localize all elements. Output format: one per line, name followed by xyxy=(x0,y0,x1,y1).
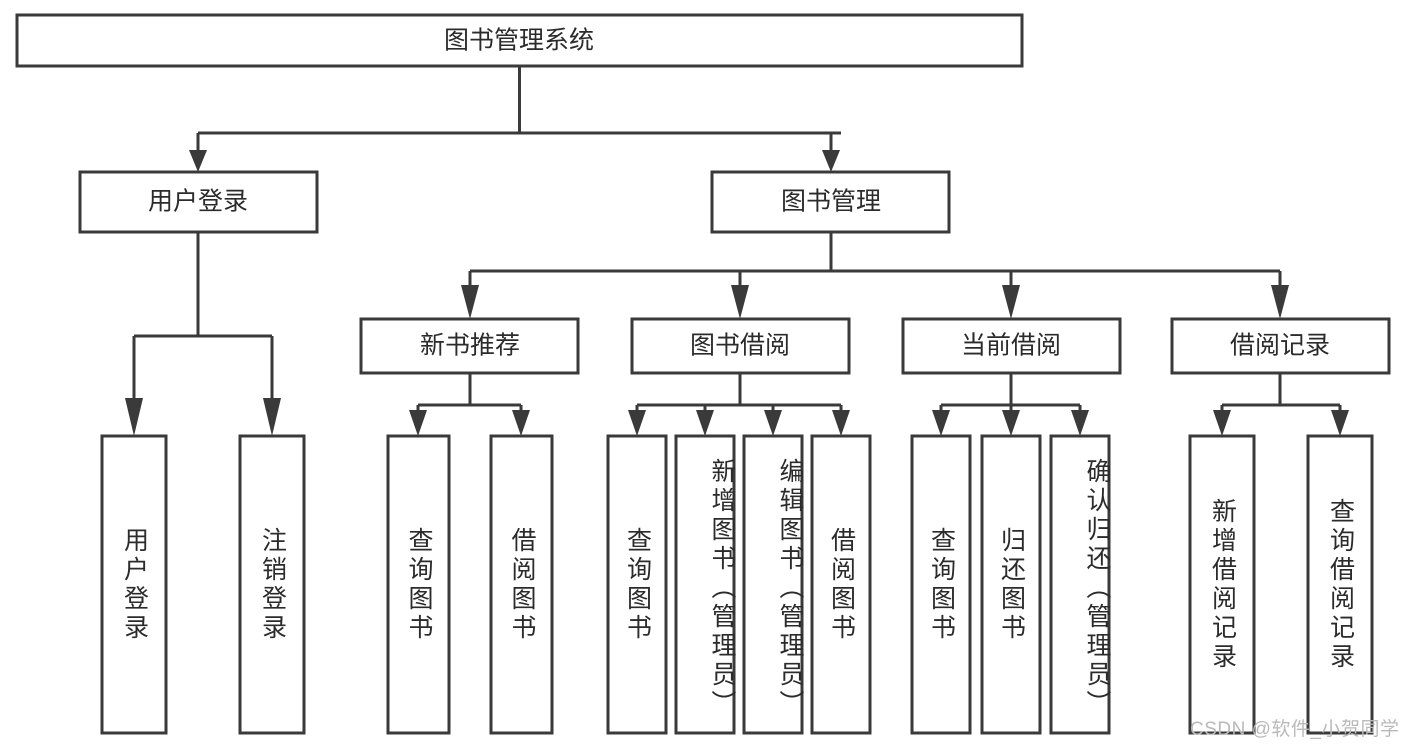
node-box-borrow-record[interactable] xyxy=(1170,317,1391,375)
node-box-leaf-br-add-record[interactable] xyxy=(1188,434,1256,735)
arrow-head-br-add xyxy=(1213,410,1231,436)
node-box-leaf-cb-return-book[interactable] xyxy=(980,434,1042,735)
arrow-head-cb-query xyxy=(932,410,950,436)
arrow-head-book-borrow xyxy=(731,285,749,319)
node-box-leaf-cb-query-book[interactable] xyxy=(910,434,972,735)
arrow-head-book-manage xyxy=(822,150,840,172)
node-box-new-book-recommend[interactable] xyxy=(359,317,580,375)
arrow-head-br-query xyxy=(1331,410,1349,436)
arrow-head-user-login xyxy=(189,150,207,172)
arrow-head-bb-add xyxy=(696,410,714,436)
label-book-borrow: 图书借阅 xyxy=(690,332,790,360)
arrow-head-newbook-query xyxy=(409,410,427,436)
arrow-head-new-book xyxy=(461,285,479,319)
arrow-head-cb-confirm xyxy=(1071,410,1089,436)
node-box-user-login[interactable] xyxy=(78,170,319,234)
label-book-manage: 图书管理 xyxy=(781,188,881,216)
node-box-leaf-nb-borrow-book[interactable] xyxy=(489,434,554,735)
arrow-head-bb-query xyxy=(628,410,646,436)
node-box-leaf-logout[interactable] xyxy=(238,434,306,735)
label-layer: 图书管理系统 用户登录 图书管理 新书推荐 图书借阅 当前借阅 借阅记录 xyxy=(148,27,1330,360)
node-layer xyxy=(15,13,1391,735)
arrow-head-leaf-logout xyxy=(263,398,281,436)
node-box-leaf-bb-add-book[interactable] xyxy=(674,434,736,735)
arrow-head-bb-borrow xyxy=(832,410,850,436)
arrow-head-leaf-user-login xyxy=(125,398,143,436)
node-box-book-borrow[interactable] xyxy=(630,317,851,375)
label-current-borrow: 当前借阅 xyxy=(961,332,1061,360)
node-box-leaf-bb-edit-book[interactable] xyxy=(742,434,804,735)
node-box-root[interactable] xyxy=(15,13,1024,68)
node-box-leaf-bb-query-book[interactable] xyxy=(606,434,668,735)
arrow-head-current-borrow xyxy=(1002,285,1020,319)
watermark-text: CSDN @软件_小贺同学 xyxy=(1190,719,1400,740)
node-box-book-manage[interactable] xyxy=(710,170,951,234)
connector-layer xyxy=(125,66,1349,436)
node-box-leaf-br-query-record[interactable] xyxy=(1306,434,1374,735)
node-box-current-borrow[interactable] xyxy=(901,317,1122,375)
node-box-leaf-cb-confirm-return[interactable] xyxy=(1049,434,1111,735)
arrow-head-newbook-borrow xyxy=(512,410,530,436)
node-box-leaf-nb-query-book[interactable] xyxy=(386,434,451,735)
label-root: 图书管理系统 xyxy=(444,27,594,55)
label-borrow-record: 借阅记录 xyxy=(1230,332,1330,360)
arrow-head-cb-return xyxy=(1002,410,1020,436)
arrow-head-borrow-record xyxy=(1271,285,1289,319)
node-box-leaf-user-login[interactable] xyxy=(100,434,168,735)
arrow-head-bb-edit xyxy=(764,410,782,436)
label-new-book-recommend: 新书推荐 xyxy=(420,332,520,360)
label-user-login: 用户登录 xyxy=(148,188,248,216)
node-box-leaf-bb-borrow-book[interactable] xyxy=(810,434,872,735)
